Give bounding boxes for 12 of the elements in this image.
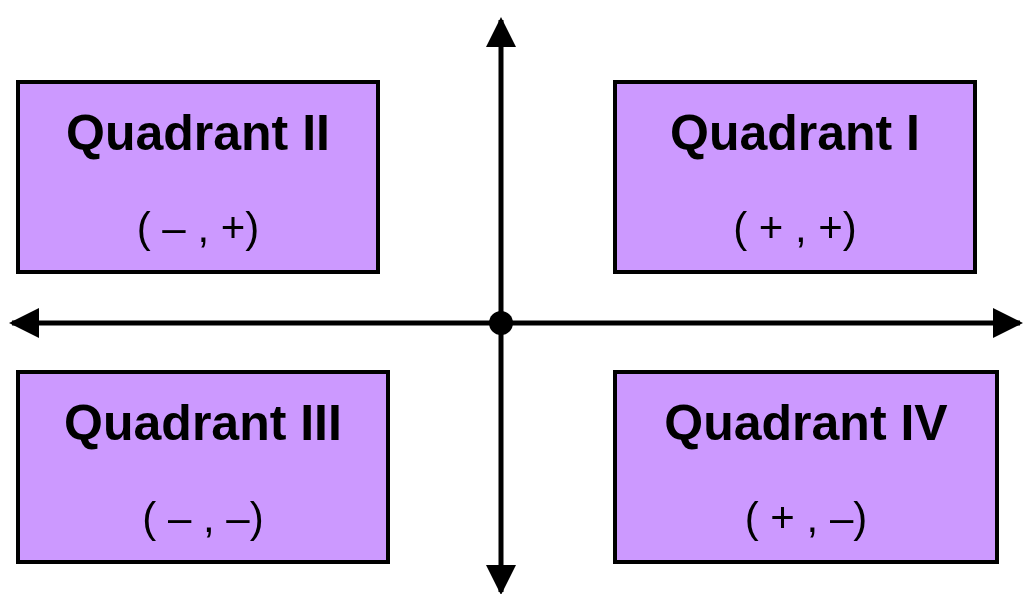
quadrant-box (613, 370, 999, 564)
sign-pair: ( – , +) (136, 204, 260, 252)
sign-pair: ( – , –) (142, 494, 264, 542)
quadrant-title: Quadrant III (64, 394, 342, 452)
quadrant-box (16, 370, 390, 564)
quadrant-title: Quadrant IV (664, 394, 948, 452)
quadrant-box (613, 80, 977, 274)
quadrant-title: Quadrant I (670, 104, 920, 162)
quadrant-title: Quadrant II (66, 104, 330, 162)
quadrant-box (16, 80, 380, 274)
sign-pair: ( + , +) (733, 204, 857, 252)
sign-pair: ( + , –) (744, 494, 868, 542)
